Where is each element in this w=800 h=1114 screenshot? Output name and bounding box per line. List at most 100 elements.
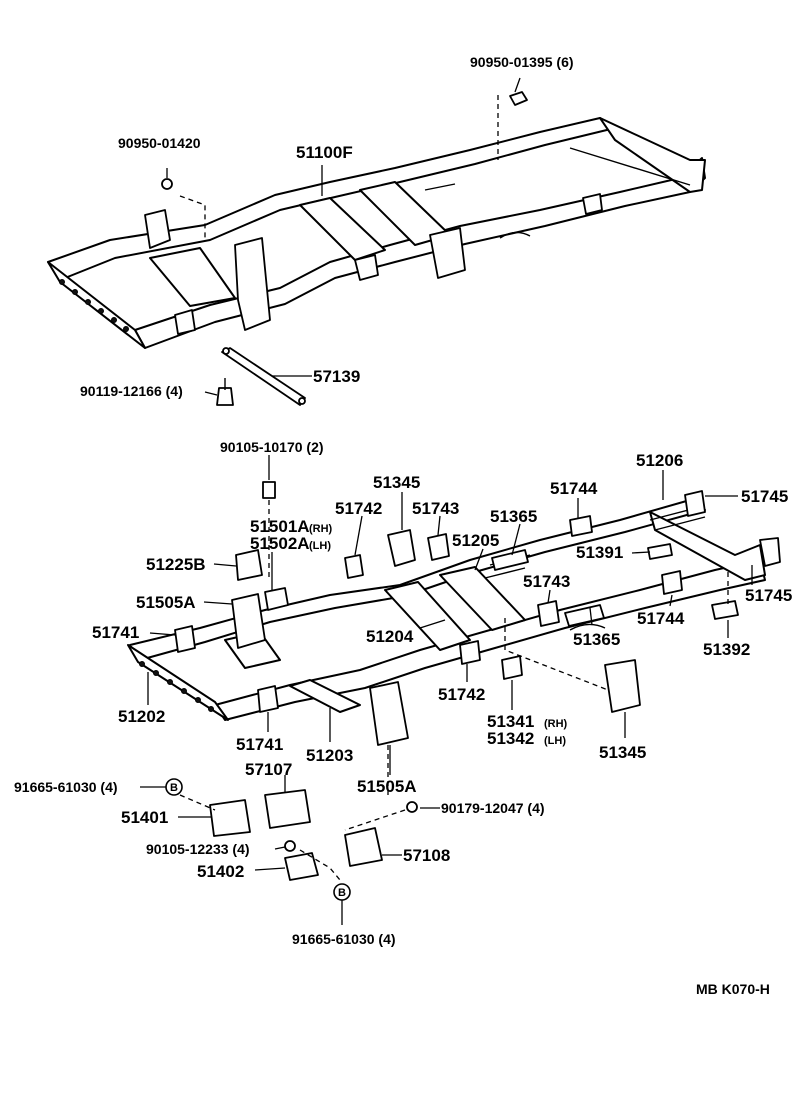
bracket-51345-top	[387, 529, 416, 567]
bracket-51391	[647, 543, 673, 560]
label-57107: 57107	[245, 760, 292, 779]
retainer-57108	[344, 827, 383, 867]
mount-51505A-left	[231, 593, 266, 649]
label-51501A: 51501A	[250, 517, 310, 536]
label-51505A-bottom: 51505A	[357, 777, 417, 796]
label-51365-mid: 51365	[573, 630, 620, 649]
label-51202: 51202	[118, 707, 165, 726]
upper-hanger-2	[354, 254, 379, 281]
label-51204: 51204	[366, 627, 414, 646]
bracket-51341	[501, 655, 523, 680]
label-51501A-side: (RH)	[309, 523, 333, 535]
upper-crossmember-1	[299, 197, 386, 261]
label-91665-61030-left: 91665-61030 (4)	[14, 779, 118, 795]
label-51391: 51391	[576, 543, 623, 562]
label-90179-12047: 90179-12047 (4)	[441, 800, 545, 816]
label-57139: 57139	[313, 367, 360, 386]
lower-rear-mount	[759, 537, 781, 567]
label-51341: 51341	[487, 712, 534, 731]
upper-leader-lines	[166, 77, 521, 396]
lower-front-holes	[139, 661, 214, 712]
label-51100F: 51100F	[296, 143, 353, 162]
label-51741-bottom: 51741	[236, 735, 283, 754]
label-51341-side: (RH)	[544, 718, 568, 730]
nut-90179-12047	[406, 801, 418, 813]
upper-frame-assembly	[47, 91, 706, 406]
bracket-51742-mid	[459, 640, 481, 665]
label-51742-mid: 51742	[438, 685, 485, 704]
svg-text:B: B	[170, 782, 178, 794]
label-57108: 57108	[403, 846, 450, 865]
cushion-51401	[209, 799, 251, 837]
lower-labels: 90105-10170 (2) 51345 51742 51743 51206 …	[14, 439, 792, 947]
lower-leader-lines	[140, 455, 753, 925]
marker-B-left: B	[165, 778, 183, 796]
bracket-51345-bottom	[604, 659, 641, 713]
upper-bracket-front-left	[144, 209, 171, 249]
label-51745-right: 51745	[745, 586, 792, 605]
bolt-90105-10170	[262, 481, 276, 499]
bracket-51743-top	[427, 533, 450, 561]
lower-crossmember-51203	[289, 679, 361, 713]
upper-plug-90950-01395	[509, 91, 528, 106]
label-51225B: 51225B	[146, 555, 206, 574]
label-90950-01420: 90950-01420	[118, 135, 201, 151]
label-51743-top: 51743	[412, 499, 459, 518]
lower-crossmember-51205	[439, 566, 526, 631]
lower-frame-assembly	[127, 499, 781, 721]
upper-labels: 90950-01395 (6) 90950-01420 51100F 57139…	[80, 54, 574, 399]
bracket-51742-top	[344, 554, 364, 579]
marker-B-bottom: B	[333, 883, 351, 901]
upper-plug-90950-01420	[161, 178, 173, 190]
upper-frame-right-rail	[134, 157, 706, 349]
upper-mount-rear	[429, 227, 466, 279]
bracket-51501A	[264, 587, 289, 611]
upper-front-holes	[59, 279, 129, 332]
label-51744-mid: 51744	[637, 609, 685, 628]
bracket-51741-left	[174, 625, 196, 653]
insulator-51225B	[235, 549, 263, 581]
label-51342: 51342	[487, 729, 534, 748]
upper-crossmember-3	[149, 247, 236, 307]
bracket-51392	[711, 600, 739, 620]
label-90105-12233: 90105-12233 (4)	[146, 841, 250, 857]
label-51206: 51206	[636, 451, 683, 470]
label-90119-12166: 90119-12166 (4)	[80, 383, 183, 399]
svg-text:B: B	[338, 887, 346, 899]
label-51502A: 51502A	[250, 534, 310, 553]
bracket-51744-mid	[661, 570, 683, 595]
bracket-51744-top	[569, 515, 593, 537]
plate-51365-mid	[564, 604, 605, 627]
upper-mount-center	[234, 237, 271, 331]
lower-frame-right-rail	[214, 559, 766, 721]
bracket-51743-mid	[537, 600, 560, 627]
label-90950-01395: 90950-01395 (6)	[470, 54, 574, 70]
upper-front-crossmember	[47, 261, 146, 349]
label-51742-top: 51742	[335, 499, 382, 518]
label-51505A-left: 51505A	[136, 593, 196, 612]
label-51402: 51402	[197, 862, 244, 881]
bracket-51745-top	[684, 490, 706, 517]
label-51741-left: 51741	[92, 623, 139, 642]
plate-51365-top	[491, 549, 529, 571]
bracket-51741-bottom	[257, 685, 279, 713]
upper-hanger-3	[582, 193, 603, 215]
label-51743-mid: 51743	[523, 572, 570, 591]
label-51744-top: 51744	[550, 479, 598, 498]
label-51401: 51401	[121, 808, 168, 827]
label-51342-side: (LH)	[544, 735, 566, 747]
label-51502A-side: (LH)	[309, 540, 331, 552]
label-51345-top: 51345	[373, 473, 420, 492]
label-90105-10170: 90105-10170 (2)	[220, 439, 324, 455]
cushion-51402	[284, 852, 319, 881]
label-51745-top: 51745	[741, 487, 788, 506]
lower-parts	[174, 481, 739, 881]
label-91665-61030-bottom: 91665-61030 (4)	[292, 931, 396, 947]
mount-51505A-bottom	[369, 681, 409, 746]
diagram-code: MB K070-H	[696, 981, 770, 997]
label-51205: 51205	[452, 531, 499, 550]
upper-bolt-90119-12166	[216, 387, 234, 406]
label-51365-top: 51365	[490, 507, 537, 526]
label-51203: 51203	[306, 746, 353, 765]
